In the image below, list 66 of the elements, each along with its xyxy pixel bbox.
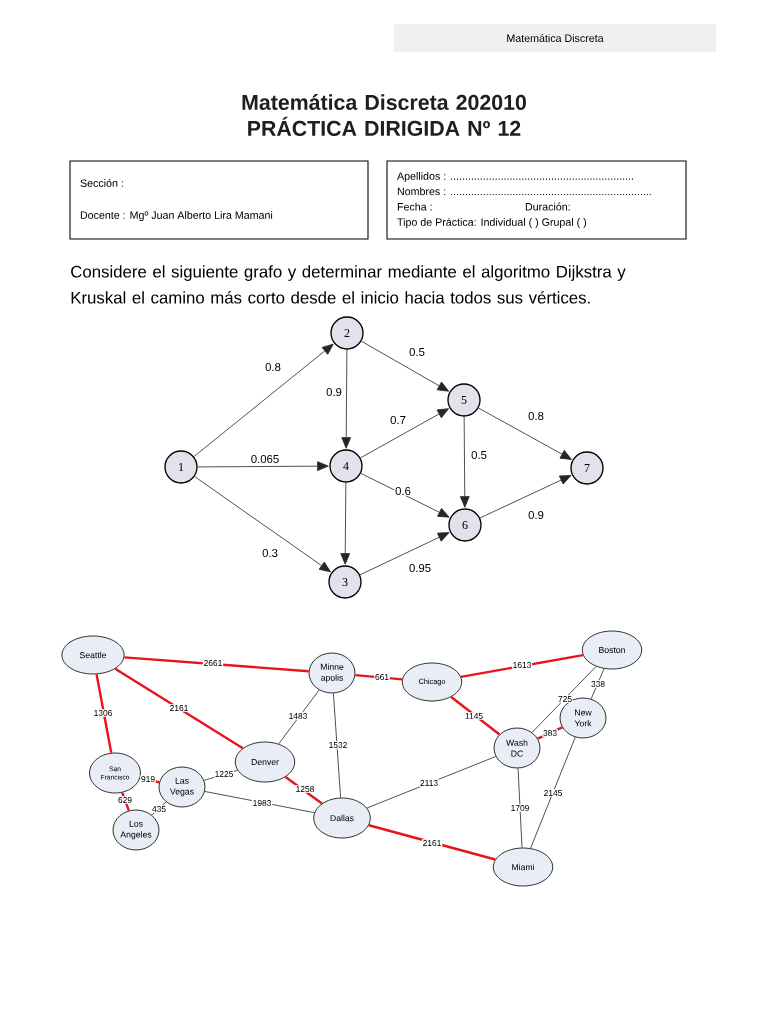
edge-line	[355, 673, 403, 681]
edge-line	[460, 654, 584, 679]
arrow	[478, 407, 572, 460]
edge-label: 1483	[287, 712, 309, 720]
edge-label: 1225	[213, 770, 235, 778]
info-box: Apellidos : .............................................................. Nombres : .................................................................... Fecha : Duración: Tipo de Práctica: Individual ( ) Grupal ( )	[386, 160, 687, 240]
edge-label: 0.7	[389, 415, 407, 425]
edge-label: 1145	[464, 712, 484, 720]
header-band: Matemática Discreta	[394, 24, 716, 52]
title: Matemática Discreta 202010 PRÁCTICA DIRIGIDA Nº 12	[242, 94, 526, 136]
edge-label: 0.9	[527, 510, 545, 520]
edge-label: 1613	[511, 661, 533, 669]
info-box: Sección : Docente : Mgº Juan Alberto Lira Mamani	[69, 160, 369, 240]
edge-label: 0.5	[470, 450, 488, 460]
edge-label: 919	[140, 775, 156, 783]
edge-label: 0.95	[408, 563, 432, 573]
edge-label: 1983	[251, 799, 273, 807]
edge-label: 1306	[92, 709, 114, 717]
edge-label: 0.8	[527, 411, 545, 421]
edge-line	[530, 736, 576, 849]
edge-label: 0.5	[408, 347, 426, 357]
arrow	[361, 340, 449, 392]
edge-line	[517, 768, 523, 848]
arrow	[193, 343, 334, 457]
edge-label: 629	[117, 796, 133, 804]
edge-line	[590, 668, 605, 700]
edge-line	[450, 696, 501, 736]
edge-label: 0.065	[250, 454, 280, 464]
arrow	[341, 349, 352, 449]
edge-label: 1709	[509, 804, 531, 812]
edge-label: 1532	[327, 741, 349, 749]
edge-label: 0.8	[264, 362, 282, 372]
arrow	[479, 475, 572, 519]
edge-line	[368, 824, 496, 861]
edge-line	[124, 656, 309, 673]
edge-line	[278, 689, 320, 745]
edge-line	[204, 791, 315, 814]
edge-line	[531, 666, 597, 733]
arrow	[360, 408, 449, 459]
arrow	[340, 482, 351, 565]
edge-label: 0.9	[325, 387, 343, 397]
edge-line	[366, 756, 497, 809]
edge-label: 2113	[419, 779, 439, 787]
edge-label: 661	[374, 673, 390, 681]
edge-label: 725	[557, 695, 573, 703]
edge-label: 1258	[294, 785, 316, 793]
edge-label: 2661	[202, 659, 224, 667]
edge-label: 0.6	[394, 486, 412, 496]
arrow	[360, 473, 450, 518]
edge-line	[284, 775, 323, 805]
instruction-text: Considere el siguiente grafo y determinar mediante el algoritmo Dijkstra y Kruskal el camino más corto desde el inicio hacia todos sus vértices.	[71, 265, 626, 304]
edge-line	[333, 692, 341, 799]
edge-label: 2145	[542, 789, 564, 797]
edge-line	[537, 726, 563, 740]
arrow	[459, 416, 470, 508]
edge-label: 2161	[421, 839, 443, 847]
edge-label: 2161	[168, 704, 190, 712]
edge-line	[95, 674, 113, 754]
edge-line	[114, 667, 244, 750]
arrow	[359, 532, 450, 576]
edge-label: 435	[151, 805, 167, 813]
edge-label: 383	[542, 729, 558, 737]
edge-label: 0.3	[261, 548, 279, 558]
arrow	[194, 476, 331, 573]
arrow	[197, 461, 329, 471]
edge-label: 338	[590, 680, 606, 688]
